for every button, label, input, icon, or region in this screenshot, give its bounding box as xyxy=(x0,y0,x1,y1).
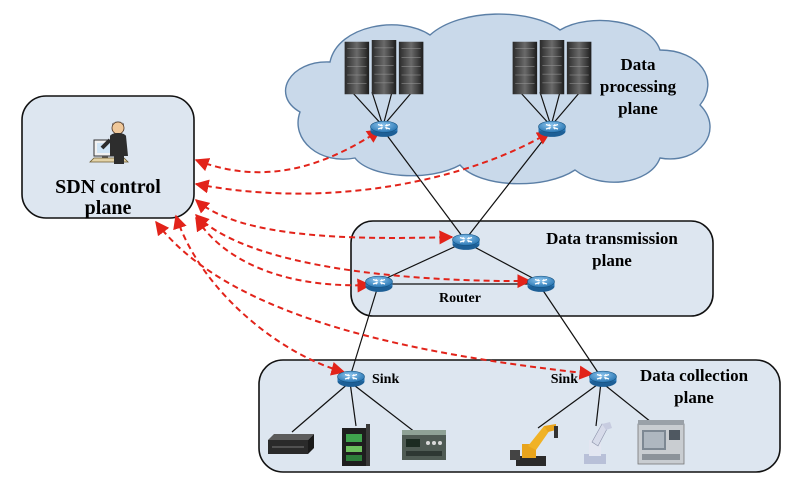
plc-controller-icon xyxy=(342,424,370,466)
sink-label-right: Sink xyxy=(551,372,578,387)
data-processing-plane-title-line3: plane xyxy=(618,99,658,118)
router-icon xyxy=(537,120,567,138)
industrial-robot-arm-icon xyxy=(510,424,558,466)
white-robot-arm-icon xyxy=(584,422,612,464)
data-transmission-plane-title-line1: Data transmission xyxy=(546,229,678,248)
sdn-control-plane-title-line1: SDN control xyxy=(55,176,161,198)
network-appliance-icon xyxy=(268,434,314,454)
control-panel-icon xyxy=(402,430,446,460)
data-processing-plane-title-line1: Data xyxy=(621,55,656,74)
router-icon xyxy=(336,370,366,388)
sdn-control-plane-title-line2: plane xyxy=(85,197,132,219)
cnc-machine-icon xyxy=(637,420,685,465)
sink-label-left: Sink xyxy=(372,372,399,387)
data-transmission-plane-title-line2: plane xyxy=(592,251,632,270)
router-icon xyxy=(364,275,394,293)
router-label: Router xyxy=(439,291,481,306)
server-rack-icon xyxy=(344,40,424,95)
router-icon xyxy=(451,233,481,251)
data-processing-plane-title-line2: processing xyxy=(600,77,677,96)
router-icon xyxy=(369,120,399,138)
data-collection-plane-title-line1: Data collection xyxy=(640,366,749,385)
data-collection-plane-title-line2: plane xyxy=(674,388,714,407)
router-icon xyxy=(588,370,618,388)
control-links xyxy=(155,129,594,380)
operator-at-computer-icon xyxy=(89,121,129,164)
server-rack-icon xyxy=(512,40,592,95)
router-icon xyxy=(526,275,556,293)
